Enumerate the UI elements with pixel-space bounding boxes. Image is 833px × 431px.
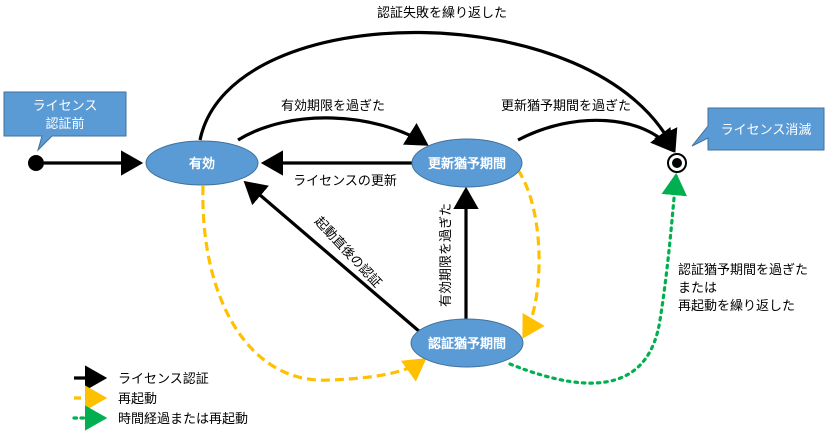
label-valid-expired-vertical: 有効期限を過ぎた — [439, 203, 454, 307]
state-renewal-grace: 更新猶予期間 — [411, 138, 523, 188]
callout-before-auth-line1: ライセンス — [33, 99, 98, 114]
edge-restart-valid-to-auth-grace — [201, 185, 427, 382]
edge-restart-renewal-grace-to-auth-grace — [516, 169, 545, 339]
state-valid: 有効 — [145, 140, 259, 186]
edge-repeat-auth-fail — [198, 30, 678, 153]
edge-valid-to-renewal-grace — [237, 116, 429, 146]
state-auth-grace: 認証猶予期間 — [410, 318, 524, 368]
callout-before-auth-line2: 認証前 — [45, 116, 84, 132]
final-state-node — [667, 153, 687, 173]
callout-before-auth: ライセンス 認証前 — [3, 91, 127, 152]
label-auth-grace-expired-line2: または — [678, 281, 717, 296]
initial-state-node — [28, 155, 44, 171]
label-auth-grace-expired-line1: 認証猶予期間を過ぎた — [678, 262, 808, 278]
edge-auth-after-boot — [243, 180, 422, 334]
state-valid-label: 有効 — [189, 156, 215, 172]
callout-expired: ライセンス消滅 — [691, 107, 825, 151]
label-repeat-auth-fail: 認証失敗を繰り返した — [377, 5, 507, 21]
label-auth-grace-expired-line3: 再起動を繰り返した — [678, 299, 795, 314]
legend: ライセンス認証 再起動 時間経過または再起動 — [72, 365, 248, 431]
label-auth-after-boot: 起動直後の認証 — [311, 214, 385, 291]
label-valid-expired: 有効期限を過ぎた — [281, 99, 385, 114]
legend-label-time-or-restart: 時間経過または再起動 — [118, 412, 248, 427]
label-license-renewal: ライセンスの更新 — [293, 173, 397, 189]
edge-auth-grace-to-final — [508, 172, 688, 385]
label-renewal-grace-expired: 更新猶予期間を過ぎた — [501, 98, 631, 114]
edge-renewal-grace-to-final — [517, 118, 674, 153]
legend-label-restart: 再起動 — [118, 392, 157, 407]
state-renewal-grace-label: 更新猶予期間 — [428, 156, 506, 172]
callout-expired-label: ライセンス消滅 — [721, 123, 812, 138]
legend-label-auth: ライセンス認証 — [118, 371, 209, 387]
state-auth-grace-label: 認証猶予期間 — [428, 336, 506, 352]
